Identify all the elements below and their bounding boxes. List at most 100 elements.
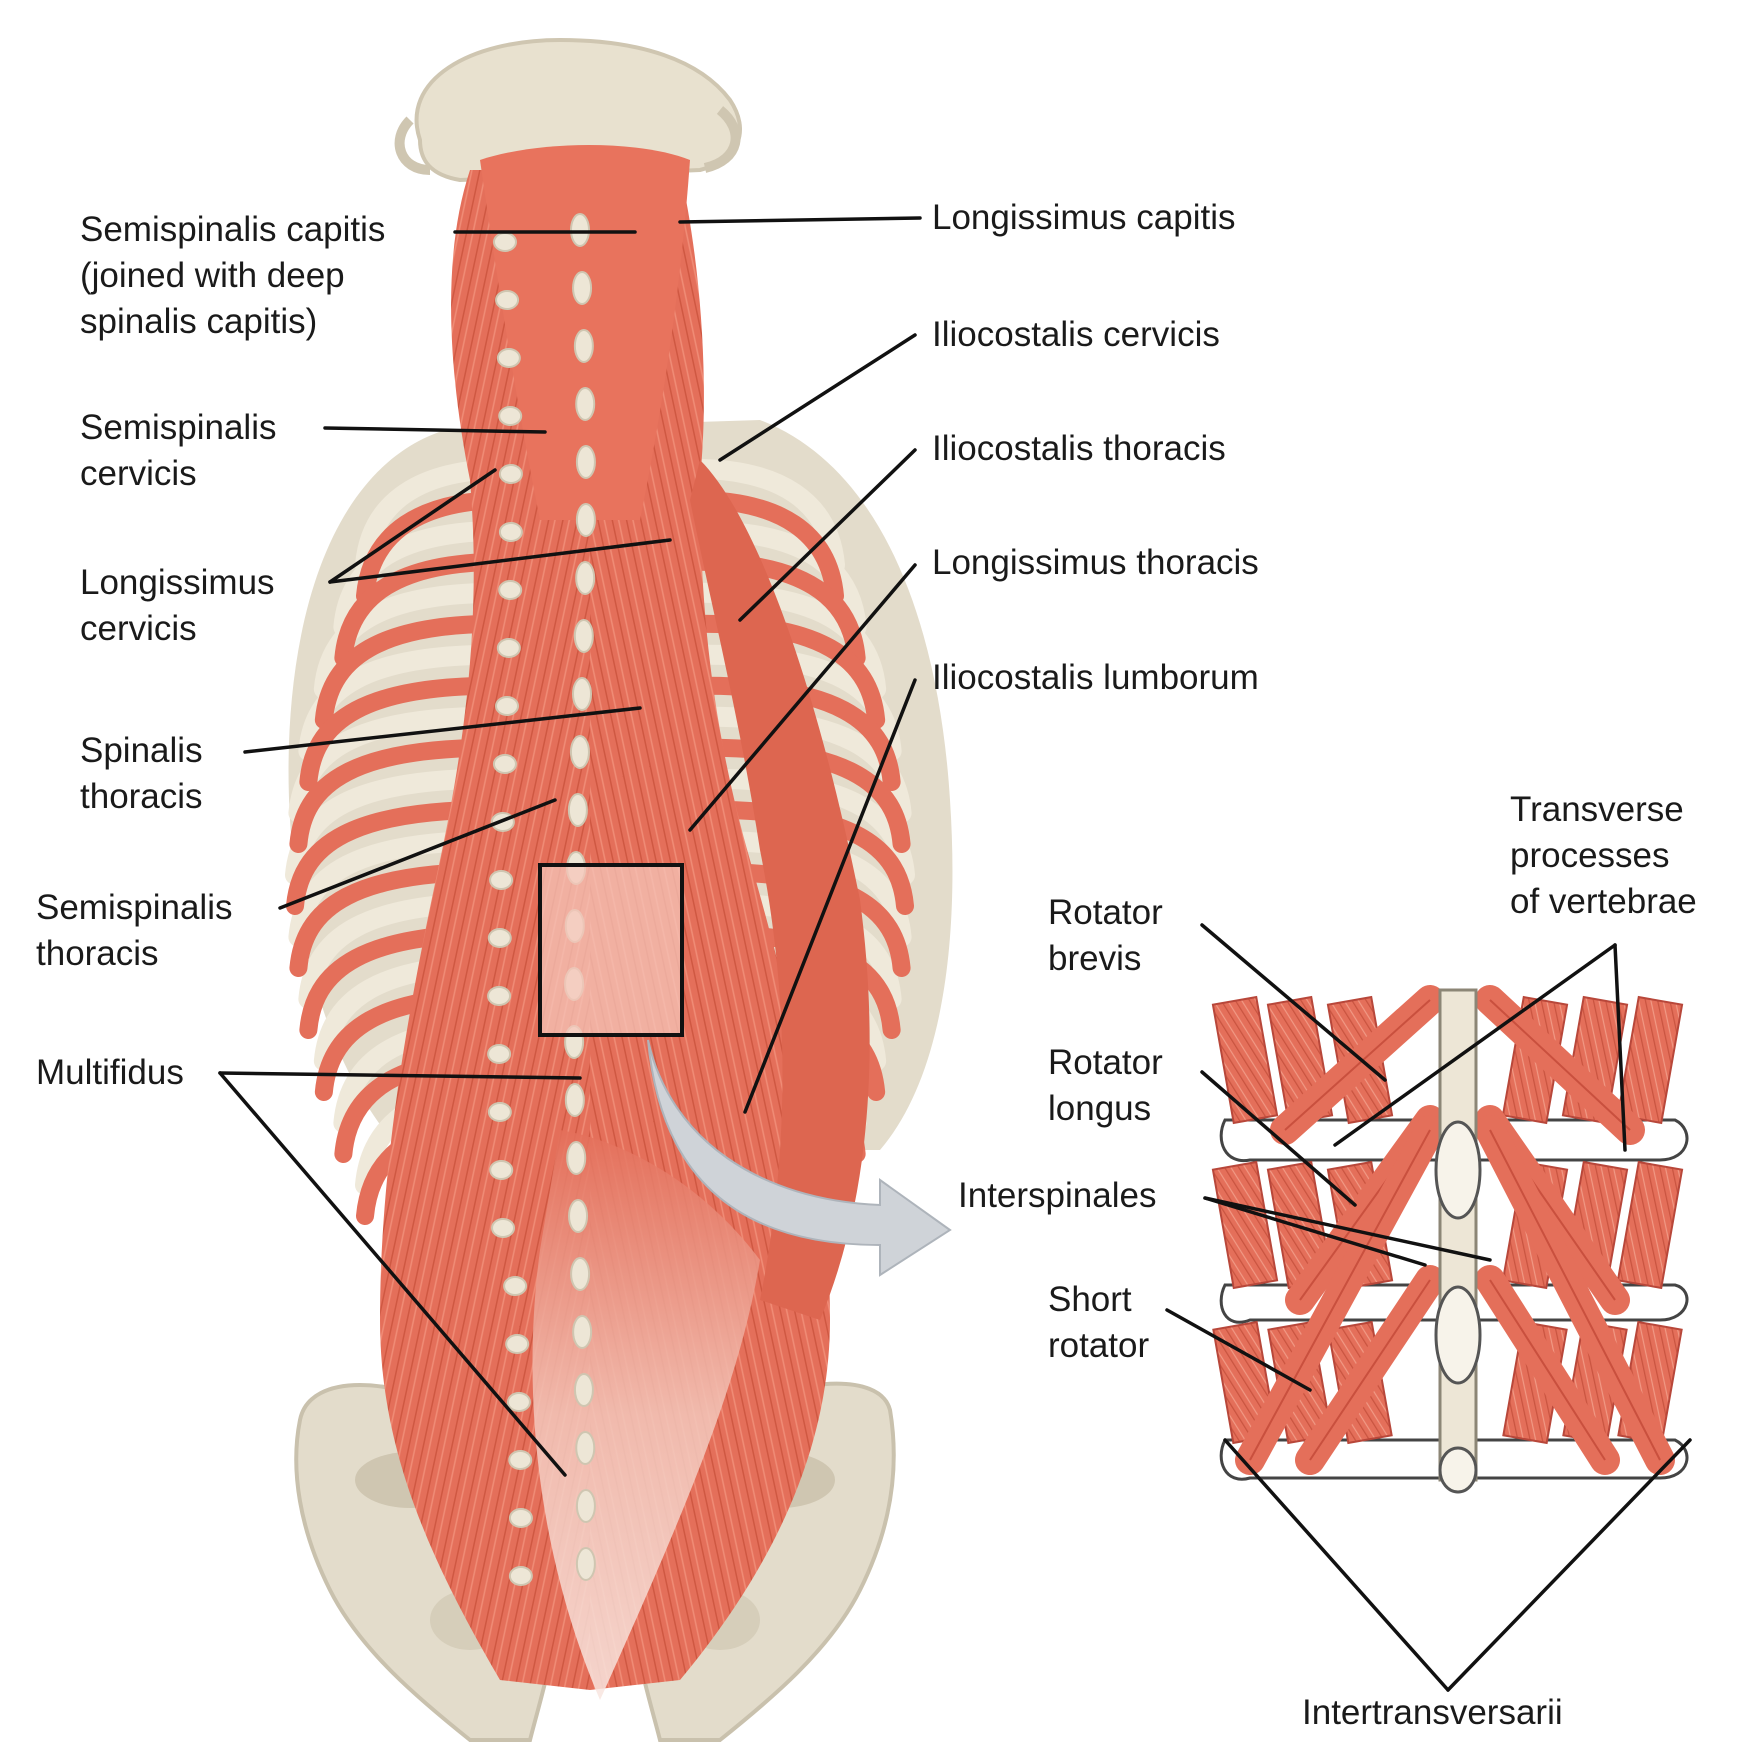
rotator-fiber (1489, 999, 1631, 1131)
label-iliocostalis-cervicis: Iliocostalis cervicis (932, 315, 1220, 354)
spinous-process (570, 213, 590, 247)
transverse-process (505, 1334, 530, 1354)
spinous-process (567, 793, 588, 827)
transverse-process (487, 1044, 512, 1064)
transverse-process (508, 1450, 533, 1470)
erector-spinae-mass (380, 145, 870, 1700)
transverse-process (492, 754, 517, 774)
spinous-process (572, 1315, 593, 1349)
spinous-process (570, 1257, 591, 1291)
inset-region-box (538, 863, 684, 1037)
transverse-process (491, 1218, 516, 1238)
transverse-process (508, 1508, 533, 1528)
label-iliocostalis-thoracis: Iliocostalis thoracis (932, 429, 1226, 468)
label-spinalis-thoracis: Spinalis thoracis (80, 731, 203, 816)
inset-muscle-blocks (1211, 985, 1684, 1475)
label-longissimus-capitis: Longissimus capitis (932, 198, 1236, 237)
zoom-arrow (647, 1039, 952, 1277)
spinous-process (575, 445, 596, 479)
transverse-process (498, 464, 523, 484)
spinous-process (566, 1141, 587, 1175)
spinous-process (573, 329, 594, 363)
spinous-process (575, 387, 596, 421)
spinous-process (575, 1489, 596, 1523)
label-semispinalis-cervicis: Semispinalis cervicis (80, 408, 277, 493)
label-rotator-longus: Rotator longus (1048, 1043, 1163, 1128)
leader-multifidus-b (218, 1071, 567, 1477)
leader-interspinales-a (1203, 1196, 1427, 1267)
transverse-process (489, 870, 514, 890)
intercostal-muscle (651, 738, 911, 853)
label-rotator-brevis: Rotator brevis (1048, 893, 1163, 978)
label-multifidus: Multifidus (36, 1053, 184, 1092)
intertransversarii-muscle (1616, 1160, 1684, 1290)
transverse-process (496, 348, 521, 368)
leader-intertransversarii-b (1446, 1438, 1692, 1692)
label-semispinalis-thoracis: Semispinalis thoracis (36, 888, 233, 973)
rib (650, 706, 912, 823)
spinous-process (575, 1431, 596, 1465)
leader-rotator-brevis (1200, 923, 1387, 1082)
inset-spine (1434, 988, 1482, 1494)
rotator-fiber (1284, 999, 1431, 1131)
leader-longissimus-cervicis-a (328, 468, 497, 584)
leader-lines (218, 216, 1692, 1692)
transverse-process (495, 696, 520, 716)
spinous-process (572, 677, 593, 711)
spinous-process (564, 1083, 585, 1117)
leader-semispinalis-cervicis (323, 426, 547, 434)
leader-intertransversarii-a (1223, 1438, 1450, 1692)
transverse-process (506, 1392, 531, 1412)
transverse-process (495, 290, 520, 310)
leader-semispinalis-thoracis (278, 798, 557, 910)
back-figure (285, 37, 953, 1742)
leader-multifidus-a (218, 1071, 582, 1080)
transverse-process (498, 522, 523, 542)
leader-iliocostalis-thoracis (738, 448, 917, 622)
transverse-process (487, 1102, 512, 1122)
label-iliocostalis-lumborum: Iliocostalis lumborum (932, 658, 1259, 697)
leader-iliocostalis-lumborum (743, 678, 917, 1114)
label-longissimus-thoracis: Longissimus thoracis (932, 543, 1259, 582)
transverse-process (489, 1160, 514, 1180)
transverse-process (493, 232, 517, 252)
rotator-fiber (1489, 1279, 1606, 1461)
leader-longissimus-capitis (678, 216, 922, 224)
rotator-fiber (1309, 1279, 1431, 1461)
leader-longissimus-thoracis (688, 563, 917, 832)
leader-transverse-processes-a (1613, 943, 1627, 1152)
leader-short-rotator (1165, 1308, 1312, 1392)
transverse-process (487, 986, 512, 1006)
spinous-process (568, 1199, 589, 1233)
inset-detail (1211, 985, 1695, 1494)
leader-transverse-processes-b (1333, 943, 1617, 1147)
label-intertransversarii: Intertransversarii (1302, 1693, 1563, 1732)
intertransversarii-muscle (1211, 1160, 1279, 1290)
transverse-process (498, 580, 523, 600)
transverse-process (508, 1566, 533, 1586)
leader-interspinales-b (1203, 1196, 1492, 1262)
label-transverse-processes: Transverse processes of vertebrae (1510, 790, 1697, 921)
leader-rotator-longus (1200, 1070, 1357, 1207)
transverse-process (503, 1276, 528, 1296)
label-interspinales: Interspinales (958, 1176, 1157, 1215)
leader-iliocostalis-cervicis (718, 333, 917, 462)
transverse-process (496, 638, 521, 658)
leader-spinalis-thoracis (243, 706, 642, 754)
spinous-process (575, 503, 596, 537)
rotator-fiber (1249, 1129, 1431, 1461)
spinous-process (569, 735, 590, 769)
spinous-process (573, 619, 594, 653)
label-longissimus-cervicis: Longissimus cervicis (80, 563, 275, 648)
label-short-rotator: Short rotator (1048, 1280, 1150, 1365)
spinous-process (572, 271, 593, 305)
rotator-fiber (1489, 1129, 1661, 1461)
leader-longissimus-cervicis-b (328, 538, 672, 584)
spinous-process (575, 561, 596, 595)
transverse-process (487, 928, 512, 948)
transverse-process (498, 406, 523, 426)
skull-base (394, 37, 742, 183)
label-semispinalis-capitis: Semispinalis capitis (joined with deep s… (80, 210, 386, 341)
rib (650, 768, 915, 885)
